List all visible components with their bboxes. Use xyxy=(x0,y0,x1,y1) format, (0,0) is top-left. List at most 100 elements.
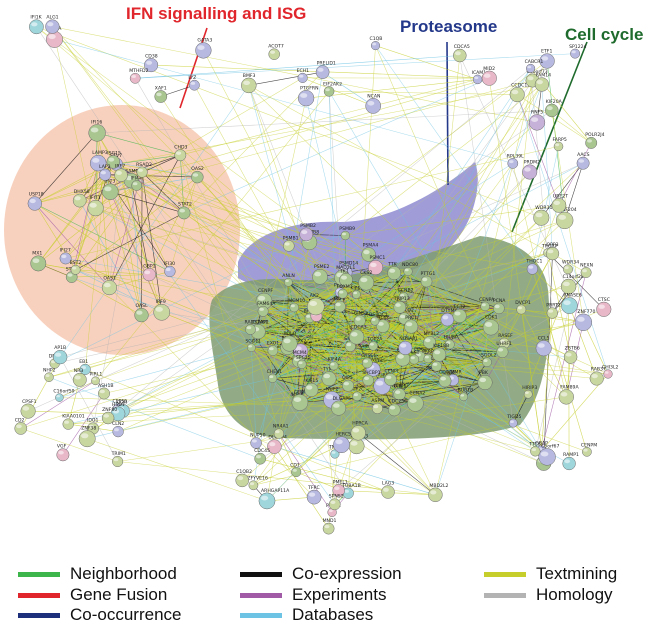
protein-node-highlight xyxy=(116,170,122,175)
interaction-edge xyxy=(134,78,303,365)
interaction-edge xyxy=(260,458,389,493)
protein-node-highlight xyxy=(537,343,545,348)
protein-node: NHP2 xyxy=(43,368,56,382)
protein-node-label: ACOT7 xyxy=(268,44,284,50)
protein-node-label: TK1 xyxy=(339,268,349,274)
protein-node-highlight xyxy=(192,173,199,177)
protein-node-highlight xyxy=(440,376,447,381)
protein-node-label: IFI44 xyxy=(131,175,142,181)
protein-node-bubble xyxy=(98,387,110,400)
protein-node-highlight xyxy=(563,300,571,306)
protein-node: AP1B xyxy=(53,345,68,365)
protein-node: PMEL1 xyxy=(332,479,348,497)
protein-node: ECH1 xyxy=(297,68,309,83)
interaction-edge xyxy=(59,356,118,462)
protein-node-label: AP1B xyxy=(54,345,66,351)
protein-node-label: PBK xyxy=(479,370,489,376)
protein-node-highlight xyxy=(604,371,609,374)
protein-node-highlight xyxy=(353,291,358,295)
interaction-edge xyxy=(328,91,339,409)
protein-node-highlight xyxy=(334,486,340,491)
protein-node-highlight xyxy=(564,266,569,270)
protein-node-bubble xyxy=(112,425,124,438)
protein-node: PARPBP xyxy=(422,349,440,364)
protein-node: IRF7 xyxy=(114,164,128,182)
protein-node-label: LAMP3 xyxy=(92,150,108,156)
interaction-edge xyxy=(110,191,335,505)
protein-node-highlight xyxy=(460,394,465,397)
protein-node: TOP2A xyxy=(366,336,383,351)
protein-node-label: IRF7 xyxy=(115,164,125,170)
protein-node-bubble xyxy=(299,227,314,242)
protein-node-highlight xyxy=(582,269,587,273)
protein-node-highlight xyxy=(331,451,336,454)
interaction-edge xyxy=(59,397,378,409)
protein-node-highlight xyxy=(131,75,136,78)
protein-node-bubble xyxy=(580,267,592,278)
protein-node: KIF4A xyxy=(328,356,342,371)
protein-node-highlight xyxy=(558,214,566,220)
interaction-edge xyxy=(347,163,584,386)
legend-swatch xyxy=(240,612,282,618)
protein-node-label: HIRIP3 xyxy=(522,385,537,391)
protein-node-label: ETV7 xyxy=(110,153,122,159)
interaction-edge xyxy=(331,399,536,452)
interaction-edge xyxy=(20,380,96,429)
protein-node-bubble xyxy=(283,240,295,252)
protein-node-highlight xyxy=(270,50,276,54)
protein-node-bubble xyxy=(129,72,141,84)
protein-node-highlight xyxy=(540,451,549,457)
protein-node-bubble xyxy=(545,246,560,261)
interaction-edge xyxy=(459,55,584,323)
protein-node-label: CCNB1 xyxy=(252,320,268,326)
interaction-edge xyxy=(109,271,170,288)
protein-node: ORC1 xyxy=(393,383,406,401)
protein-node-bubble xyxy=(452,308,467,323)
protein-node-bubble xyxy=(508,418,518,428)
protein-node: ARHGAP11A xyxy=(258,488,290,510)
protein-node: MID2 xyxy=(481,66,497,86)
protein-node-label: ZBTB6 xyxy=(565,346,580,352)
protein-node-highlight xyxy=(295,346,302,351)
interaction-edge xyxy=(512,163,567,397)
interaction-edge xyxy=(71,185,137,278)
protein-node: IFI16 xyxy=(88,120,106,142)
protein-node-bubble xyxy=(87,199,104,217)
protein-node-label: ZNF204 xyxy=(559,207,577,213)
protein-node-bubble xyxy=(387,266,402,281)
interaction-edge xyxy=(356,409,395,447)
network-nodes: MT2AIFI1KALG1IRF9IFI16ETV7SAMD11DHX58OAS… xyxy=(14,15,618,535)
protein-node: PSMB2 xyxy=(299,223,316,242)
protein-node: NEK2 xyxy=(376,315,390,333)
protein-node-bubble xyxy=(440,312,455,327)
protein-node-highlight xyxy=(325,88,330,92)
protein-node-highlight xyxy=(335,439,343,445)
protein-node-highlight xyxy=(577,316,585,322)
protein-node-bubble xyxy=(195,42,212,59)
protein-node-label: NCAPG xyxy=(392,383,409,389)
protein-node-highlight xyxy=(146,60,153,65)
interaction-edge xyxy=(306,79,478,99)
interaction-edge xyxy=(436,361,488,367)
protein-node-highlight xyxy=(92,158,100,163)
protein-node-highlight xyxy=(563,281,570,287)
interaction-edge xyxy=(65,185,137,259)
protein-node: CKS2 xyxy=(358,270,375,291)
protein-node-label: RSAD2 xyxy=(136,162,152,168)
protein-node-highlight xyxy=(416,353,421,357)
interaction-edge xyxy=(484,306,488,363)
interaction-edge xyxy=(34,203,110,288)
protein-node-label: PRDM2 xyxy=(524,160,540,166)
protein-node: MBD2L2 xyxy=(428,483,449,503)
protein-node: ISG15 xyxy=(106,150,121,169)
protein-node-label: CHI3L2 xyxy=(602,365,618,371)
interaction-edge xyxy=(356,294,584,323)
interaction-edge xyxy=(52,26,265,302)
protein-node-bubble xyxy=(250,437,262,449)
protein-node-bubble xyxy=(72,372,87,387)
cellcycle-pointer-line xyxy=(511,41,588,233)
protein-node-highlight xyxy=(483,359,488,362)
protein-node-label: PSMC1 xyxy=(370,255,386,261)
protein-node-highlight xyxy=(341,275,347,280)
protein-node-bubble xyxy=(114,168,128,182)
